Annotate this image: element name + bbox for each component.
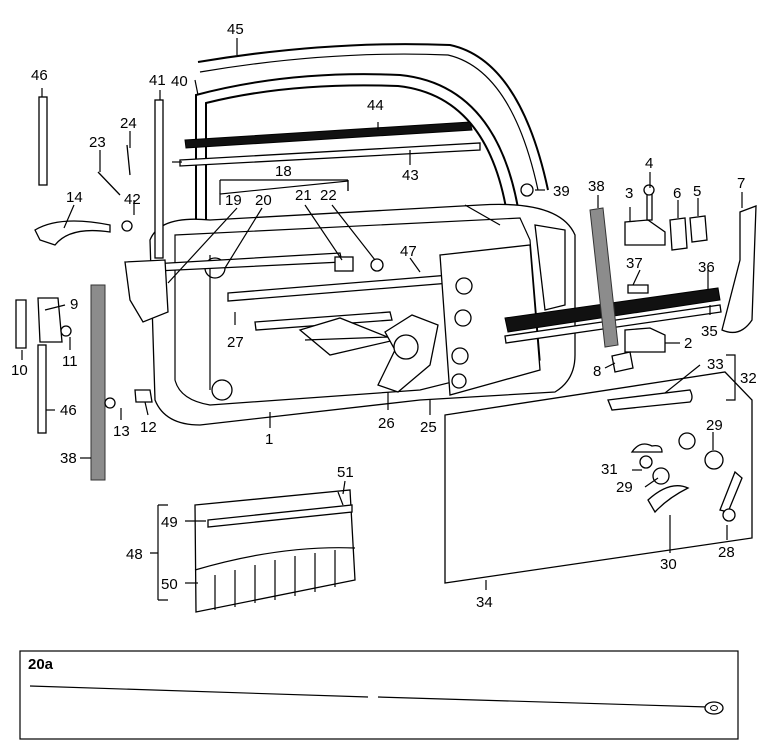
callout-3: 3	[625, 185, 633, 202]
stop-buffer	[611, 351, 634, 373]
callout-45: 45	[227, 21, 244, 38]
callout-35: 35	[701, 323, 718, 340]
spring	[97, 171, 121, 196]
lock-panel	[439, 224, 566, 396]
callout-46-lower: 46	[60, 402, 77, 419]
seal-strip-lower	[37, 344, 47, 434]
callout-48: 48	[126, 546, 143, 563]
callout-47: 47	[400, 243, 417, 260]
callout-51: 51	[337, 464, 354, 481]
callout-29-lower: 29	[616, 479, 633, 496]
guide-rail	[179, 142, 481, 167]
rod-knob	[370, 258, 384, 272]
top-seal-strip	[197, 43, 549, 191]
callout-14: 14	[66, 189, 83, 206]
callout-5: 5	[693, 183, 701, 200]
callout-10: 10	[11, 362, 28, 379]
plug	[126, 144, 131, 176]
inset-panel: 20a	[19, 650, 739, 740]
hinge-plate	[37, 297, 63, 343]
door-check-strap	[34, 220, 111, 246]
vent-trim	[721, 205, 757, 334]
callout-32: 32	[740, 370, 757, 387]
callout-labels: 1 2 3 4 5 6 7 8 9 10 11 12 13 14 18 19 2…	[11, 21, 757, 611]
escutcheon	[652, 467, 670, 485]
callout-8: 8	[593, 363, 601, 380]
inner-door-handle	[647, 485, 690, 514]
door-trim-panel	[444, 371, 753, 584]
callout-1: 1	[265, 431, 273, 448]
callout-21: 21	[295, 187, 312, 204]
callout-30: 30	[660, 556, 677, 573]
callout-49: 49	[161, 514, 178, 531]
leader-lines	[21, 38, 743, 601]
callout-23: 23	[89, 134, 106, 151]
callout-29-upper: 29	[706, 417, 723, 434]
callout-41: 41	[149, 72, 166, 89]
felt-channel-right	[589, 207, 619, 348]
callout-38-left: 38	[60, 450, 77, 467]
callout-46-upper: 46	[31, 67, 48, 84]
callout-37: 37	[626, 255, 643, 272]
callout-18: 18	[275, 163, 292, 180]
seal-strip-upper	[38, 96, 48, 186]
armrest-handle	[607, 389, 693, 411]
window-seal-strip	[184, 121, 473, 149]
lock-knob	[639, 455, 653, 469]
window-regulator	[298, 314, 439, 393]
hinge-lower	[624, 327, 666, 353]
callout-4: 4	[645, 155, 653, 172]
door-pocket	[194, 489, 356, 613]
callout-22: 22	[320, 187, 337, 204]
callout-33: 33	[707, 356, 724, 373]
inset-label: 20a	[28, 656, 54, 673]
rail-strip	[254, 311, 393, 331]
callout-25: 25	[420, 419, 437, 436]
callout-28: 28	[718, 544, 735, 561]
grommet	[520, 183, 534, 197]
window-frame	[195, 73, 521, 390]
callout-38-right: 38	[588, 178, 605, 195]
callout-34: 34	[476, 594, 493, 611]
hinge-upper	[624, 219, 666, 246]
callout-39: 39	[553, 183, 570, 200]
guide-channel	[154, 99, 164, 259]
callout-31: 31	[601, 461, 618, 478]
callout-6: 6	[673, 185, 681, 202]
callout-24: 24	[120, 115, 137, 132]
callout-40: 40	[171, 73, 188, 90]
felt-channel-left	[90, 284, 106, 481]
callout-36: 36	[698, 259, 715, 276]
callout-43: 43	[402, 167, 419, 184]
callout-44: 44	[367, 97, 384, 114]
callout-42: 42	[124, 191, 141, 208]
callout-12: 12	[140, 419, 157, 436]
callout-11: 11	[62, 353, 78, 370]
rod-clip	[334, 256, 354, 272]
callout-2: 2	[684, 335, 692, 352]
callout-26: 26	[378, 415, 395, 432]
lock-bracket	[124, 259, 169, 323]
callout-9: 9	[70, 296, 78, 313]
escutcheon	[704, 450, 724, 470]
callout-50: 50	[161, 576, 178, 593]
callout-27: 27	[227, 334, 244, 351]
callout-20: 20	[255, 192, 272, 209]
operating-rod	[29, 685, 369, 698]
callout-19: 19	[225, 192, 242, 209]
callout-7: 7	[737, 175, 745, 192]
shell-hole	[211, 379, 233, 401]
callout-13: 13	[113, 423, 130, 440]
